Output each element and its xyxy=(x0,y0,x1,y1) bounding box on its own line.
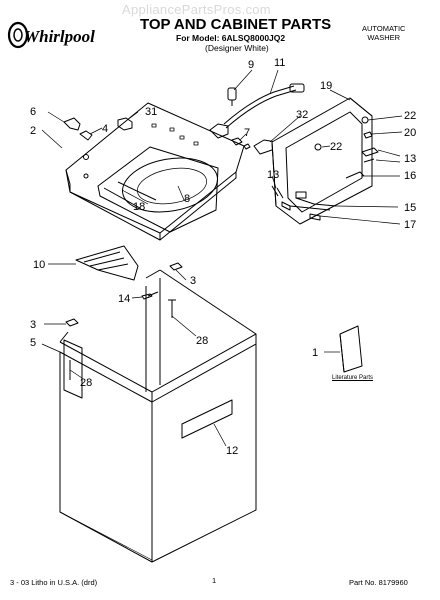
hinge-parts xyxy=(63,117,133,179)
footer-part-number: Part No. 8179960 xyxy=(349,578,408,587)
callout-28-upper: 28 xyxy=(196,335,208,347)
literature-booklet xyxy=(339,325,363,373)
callout-12: 12 xyxy=(226,445,238,457)
callout-16: 16 xyxy=(404,170,416,182)
callout-18: 18 xyxy=(133,201,145,213)
page-title: TOP AND CABINET PARTS xyxy=(140,16,332,33)
cabinet xyxy=(59,269,257,563)
leader-lines xyxy=(41,69,403,447)
callout-4: 4 xyxy=(102,123,108,135)
model-number: For Model: 6ALSQ8000JQ2 xyxy=(176,33,286,43)
top-panel-holes xyxy=(151,123,199,146)
lid-hardware xyxy=(271,116,379,221)
callout-31: 31 xyxy=(145,106,157,118)
clip-3-lower xyxy=(65,318,79,327)
callout-13-left: 13 xyxy=(267,169,279,181)
callout-20: 20 xyxy=(404,127,416,139)
whirlpool-logo: Whirlpool xyxy=(6,18,100,52)
callout-32: 32 xyxy=(296,109,308,121)
screw-14 xyxy=(141,291,159,300)
callout-14: 14 xyxy=(118,293,130,305)
callout-5: 5 xyxy=(30,337,36,349)
callout-11: 11 xyxy=(274,57,285,69)
watermark: AppliancePartsPros.com xyxy=(122,2,271,17)
callout-8: 8 xyxy=(184,193,190,205)
lid-switch-harness xyxy=(209,83,305,150)
product-type-line-1: AUTOMATIC xyxy=(362,24,406,33)
callout-22-right: 22 xyxy=(404,110,416,122)
footer-page-number: 1 xyxy=(212,576,217,585)
model-variant: (Designer White) xyxy=(205,43,269,53)
callout-3-lower: 3 xyxy=(30,319,36,331)
screw-28-upper xyxy=(168,299,176,318)
product-type: AUTOMATIC WASHER xyxy=(362,24,405,42)
callout-19: 19 xyxy=(320,80,332,92)
callout-6: 6 xyxy=(30,106,36,118)
literature-parts-label: Literature Parts xyxy=(332,375,374,381)
callout-9: 9 xyxy=(248,59,254,71)
logo-wordmark: Whirlpool xyxy=(24,27,95,46)
callout-28-lower: 28 xyxy=(80,377,92,389)
tub-bracket-10 xyxy=(75,245,139,281)
top-panel xyxy=(65,102,245,241)
callout-13-right: 13 xyxy=(404,153,416,165)
callout-3-upper: 3 xyxy=(190,275,196,287)
callout-2: 2 xyxy=(30,125,36,137)
callout-22-left: 22 xyxy=(330,141,342,153)
callout-7: 7 xyxy=(244,127,250,139)
callout-1: 1 xyxy=(312,347,318,359)
callout-labels: 6 2 4 31 9 11 7 32 8 18 19 22 20 22 13 1… xyxy=(30,57,416,457)
callout-17: 17 xyxy=(404,219,416,231)
callout-15: 15 xyxy=(404,202,416,214)
callout-10: 10 xyxy=(33,259,45,271)
product-type-line-2: WASHER xyxy=(367,33,401,42)
clip-3-upper xyxy=(169,262,183,271)
footer-print-info: 3 - 03 Litho in U.S.A. (drd) xyxy=(10,578,98,587)
